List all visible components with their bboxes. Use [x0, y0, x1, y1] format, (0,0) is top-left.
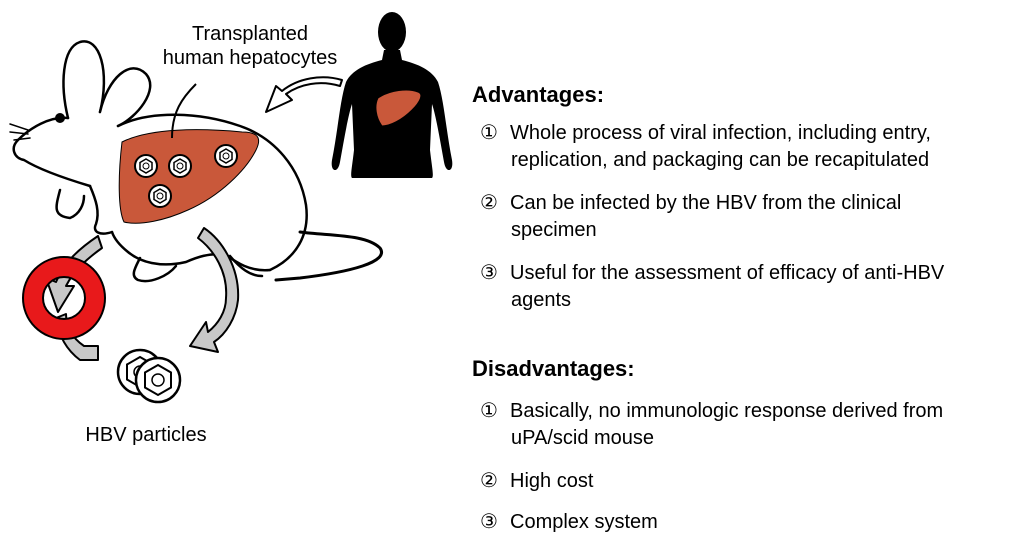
item-text-continued: uPA/scid mouse	[511, 427, 655, 449]
item-text: High cost	[510, 470, 594, 492]
item-text-continued: replication, and packaging can be recapi…	[511, 149, 930, 171]
callout-line	[171, 83, 197, 139]
mouse-eye-icon	[55, 113, 65, 123]
item-text: Whole process of viral infection, includ…	[510, 122, 931, 144]
disadvantage-item-3: ③ Complex system	[480, 509, 1020, 536]
item-text: Complex system	[510, 511, 658, 533]
human-liver-icon	[375, 89, 422, 127]
transplanted-label-line1: Transplanted	[192, 23, 308, 45]
advantage-item-3: ③ Useful for the assessment of efficacy o…	[480, 260, 1020, 314]
disadvantage-item-2: ② High cost	[480, 468, 1020, 495]
advantage-item-1: ① Whole process of viral infection, inclu…	[480, 120, 1020, 174]
item-text: Basically, no immunologic response deriv…	[510, 400, 944, 422]
transplanted-label-line2: human hepatocytes	[162, 47, 338, 69]
illustration	[9, 12, 453, 404]
mouse-illustration	[9, 40, 383, 283]
hepatocyte-icons	[134, 144, 238, 208]
liver-icon	[118, 129, 260, 224]
hepatocyte-icon	[214, 144, 238, 168]
hepatocyte-icon	[168, 154, 192, 178]
hbv-particles-label: HBV particles	[85, 424, 207, 446]
curved-arrow-icon	[189, 227, 240, 353]
item-number: ③	[480, 262, 498, 284]
transplanted-label: Transplanted human hepatocytes	[140, 22, 360, 70]
item-text: Useful for the assessment of efficacy of…	[510, 262, 945, 284]
hepatocyte-icon	[134, 154, 158, 178]
curved-arrow-icon	[45, 235, 103, 313]
disadvantage-item-1: ① Basically, no immunologic response deri…	[480, 398, 1020, 452]
item-number: ①	[480, 122, 498, 144]
item-number: ③	[480, 511, 498, 533]
advantage-item-2: ② Can be infected by the HBV from the cli…	[480, 190, 1020, 244]
advantages-heading: Advantages:	[472, 82, 605, 107]
inhibitor-ring-inner	[24, 258, 104, 338]
item-number: ②	[480, 192, 498, 214]
item-number: ②	[480, 470, 498, 492]
item-number: ①	[480, 400, 498, 422]
hepatocyte-icon	[148, 184, 172, 208]
item-text-continued: agents	[511, 289, 572, 311]
hbv-particle-icon	[134, 356, 182, 404]
disadvantages-heading: Disadvantages:	[472, 356, 635, 381]
item-text-continued: specimen	[511, 219, 597, 241]
item-text: Can be infected by the HBV from the clin…	[510, 192, 902, 214]
transplant-arrow-icon	[265, 76, 343, 113]
